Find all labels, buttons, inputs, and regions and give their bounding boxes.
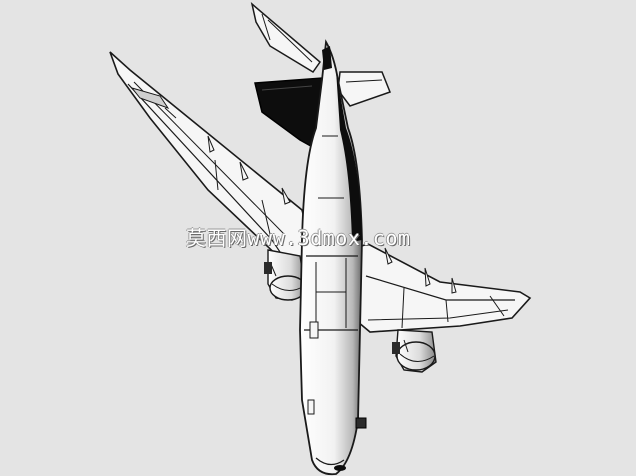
left-horizontal-stabilizer <box>250 1 322 74</box>
right-horizontal-stabilizer <box>337 71 391 107</box>
watermark-text: 莫西网www.3dmox.com <box>186 226 411 250</box>
right-wing <box>354 243 532 333</box>
fuselage <box>299 39 367 476</box>
vertical-stabilizer <box>254 77 323 152</box>
right-engine <box>395 329 437 373</box>
main-landing-gear <box>264 262 400 354</box>
